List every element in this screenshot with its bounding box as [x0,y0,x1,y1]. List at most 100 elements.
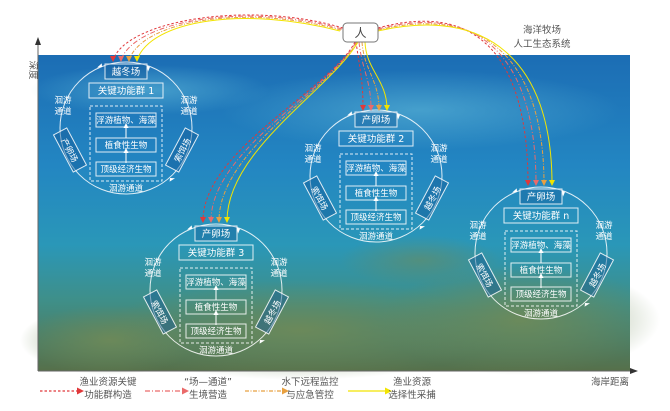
trophic-level-label: 植食性生物 [355,188,398,199]
top-habitat-label: 越冬场 [112,66,141,78]
channel-label-side-top: 洄游 [180,95,198,106]
trophic-arrow-icon [123,123,129,128]
right-habitat-box [254,289,290,335]
arc-arrowhead-icon [134,56,140,62]
trophic-arrow-icon [538,248,544,253]
arc-arrowhead-icon [549,180,555,186]
trophic-arrow-icon [123,148,129,153]
functional-group-box [88,82,164,99]
right-habitat-box [414,175,450,221]
right-habitat-box [579,252,615,298]
migration-cycle-ring [474,186,608,320]
underwater-background [20,55,660,380]
arc-line [377,24,553,185]
channel-label-side-top: 洄游 [304,143,322,154]
left-habitat: 索饵场 [142,289,178,335]
arc-line [364,41,388,110]
arc-bundle-to-cycle-4 [377,20,555,186]
arc-arrowhead-icon [110,56,116,62]
cycle-group-2: 产卵场关键功能群 2浮游植物、海藻植食性生物顶级经济生物索饵场越冬场洄游通道洄游… [302,109,450,243]
arc-arrowhead-icon [224,217,230,223]
arc-arrowhead-icon [368,105,374,111]
arc-line [377,21,537,185]
ring-arrow-icon [347,111,352,116]
legend-label-line-2: 生境营造 [189,389,228,401]
cycle-group-1: 越冬场关键功能群 1浮游植物、海藻植食性生物顶级经济生物产卵场索饵场洄游通道洄游… [52,61,200,195]
cycle-group-3: 产卵场关键功能群 3浮游植物、海藻植食性生物顶级经济生物索饵场越冬场洄游通道洄游… [142,223,290,357]
top-habitat-box [194,225,238,242]
legend-label-line-1: “场—通道” [184,376,232,388]
legend-arrow-icon [385,387,392,395]
title-line-1: 海洋牧场 [523,24,561,36]
channel-label-side-top: 洄游 [270,257,288,268]
ring-arrow-icon [419,226,425,230]
legend-arrow-icon [282,387,289,395]
top-habitat-box [104,63,148,80]
legend-label-line-2: 与应急管控 [286,389,334,401]
arc-arrowhead-icon [216,217,222,223]
ring-arrow-icon [146,65,150,72]
left-habitat-box [302,175,338,221]
legend-label-line-1: 渔业资源关键 [79,376,137,388]
food-chain-container [179,267,253,344]
trophic-level-label: 浮游植物、海藻 [346,163,406,174]
functional-group-label: 关键功能群 2 [348,133,405,145]
left-habitat-box [52,127,88,173]
arc-arrowhead-icon [376,105,382,111]
channel-label-side-top: 洄游 [469,220,487,231]
trophic-level-label: 植食性生物 [105,140,148,151]
trophic-level-label: 浮游植物、海藻 [511,240,571,251]
arc-arrowhead-icon [118,56,124,62]
legend-arrow-icon [182,387,189,395]
channel-label-bottom: 洄游通道 [359,231,394,242]
channel-label-side-bottom: 通道 [54,106,72,117]
trophic-arrow-icon [373,171,379,176]
top-habitat-label: 产卵场 [527,191,556,203]
arc-bundle-to-cycle-1 [110,14,344,62]
arc-arrowhead-icon [541,180,547,186]
channel-label-bottom: 洄游通道 [199,345,234,356]
trophic-level-label: 顶级经济生物 [100,164,152,175]
arc-line [112,14,344,61]
arc-line [226,41,359,222]
food-chain-container [504,230,578,307]
arc-arrowhead-icon [360,105,366,111]
ring-arrow-icon [236,227,240,234]
arc-arrowhead-icon [208,217,214,223]
functional-group-box [503,207,579,224]
y-axis-arrow-icon [35,37,41,45]
trophic-level-label: 浮游植物、海藻 [96,115,156,126]
arc-line [377,20,529,185]
left-habitat-box [142,289,178,335]
channel-label-side-top: 洄游 [595,220,613,231]
arc-arrowhead-icon [384,105,390,111]
functional-group-label: 关键功能群 3 [188,247,245,259]
channel-label-side-bottom: 通道 [595,231,613,242]
channel-label-side-bottom: 通道 [270,268,288,279]
arc-line [355,41,364,110]
migration-cycle-ring [59,61,193,195]
arc-arrowhead-icon [126,56,132,62]
trophic-level-label: 顶级经济生物 [515,289,567,300]
functional-group-label: 关键功能群 1 [98,85,155,97]
top-habitat-label: 产卵场 [202,228,231,240]
channel-label-side-bottom: 通道 [304,154,322,165]
system-title: 海洋牧场 人工生态系统 [513,24,571,50]
arc-line [136,18,341,61]
functional-group-label: 关键功能群 n [513,210,570,222]
legend-label-line-2: 选择性采捕 [388,389,436,401]
trophic-arrow-icon [538,273,544,278]
top-habitat-box [519,188,563,205]
ring-arrow-icon [561,190,565,197]
channel-label-side-top: 洄游 [54,95,72,106]
channel-label-bottom: 洄游通道 [524,308,559,319]
legend-label-line-1: 渔业资源 [393,377,432,388]
top-habitat-label: 产卵场 [362,114,391,126]
person-node: 人 [342,22,379,43]
arc-bundle-to-cycle-3 [200,41,359,223]
food-chain-container [339,153,413,230]
ring-arrow-icon [396,113,400,120]
trophic-arrow-icon [213,285,219,290]
